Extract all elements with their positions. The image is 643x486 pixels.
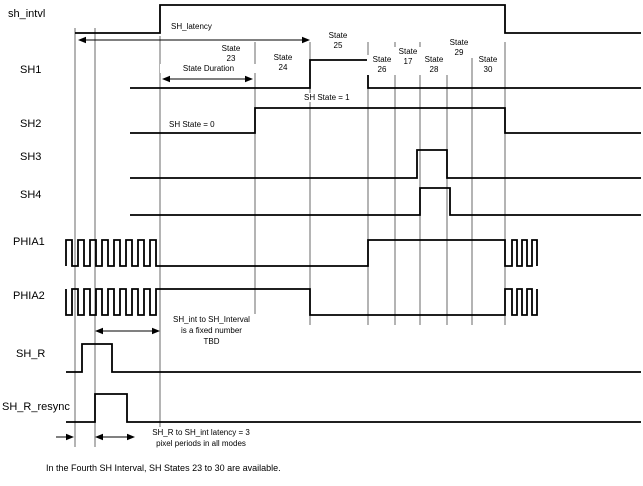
resync-latency-note-line1: SH_R to SH_int latency = 3 [152,428,250,437]
sh-state-0-label: SH State = 0 [168,120,216,129]
state-number: 24 [278,63,288,72]
resync-span-arrow [95,433,135,441]
fixed-interval-note-line3: TBD [203,337,220,346]
resync-latency-note: SH_R to SH_int latency = 3 pixel periods… [136,427,266,449]
state-number: 17 [403,57,413,66]
state-word: State [449,38,469,47]
sh-latency-arrow [78,36,310,44]
signal-label-sh4: SH4 [20,189,42,201]
sh-state-1-label: SH State = 1 [303,93,351,102]
sh1-waveform [130,59,641,89]
state-duration-arrow [162,75,253,83]
signal-label-sh1: SH1 [20,64,42,76]
fixed-interval-note-line1: SH_int to SH_Interval [173,315,250,324]
sh2-waveform [130,107,641,134]
sh-latency-label: SH_latency [170,22,213,31]
signal-label-sh2: SH2 [20,118,42,130]
sh3-waveform [130,149,641,179]
fixed-interval-arrow [95,327,160,335]
signal-label-phia1: PHIA1 [13,236,45,248]
sh_r_resync-waveform [66,393,641,423]
phia1-waveform [65,239,538,267]
signal-label-sh_r: SH_R [16,348,46,360]
figure-caption: In the Fourth SH Interval, SH States 23 … [46,463,281,473]
state-word: State [424,55,444,64]
state-word: State [478,55,498,64]
state-duration-label: State Duration [160,64,257,73]
state-number: 25 [333,41,343,50]
state-number: 23 [226,54,236,63]
resync-latency-note-line2: pixel periods in all modes [156,439,246,448]
phia2-waveform [65,288,538,316]
signal-label-sh_intvl: sh_intvl [8,8,46,20]
state-grid-lines [74,28,506,447]
fixed-interval-note: SH_int to SH_Interval is a fixed number … [163,314,260,347]
sh_r-waveform [66,343,641,373]
sh_intvl-waveform [75,4,641,34]
signal-label-phia2: PHIA2 [13,290,45,302]
state-number: 26 [377,65,387,74]
resync-left-arrow [56,433,74,441]
state-number: 28 [429,65,439,74]
signal-label-sh_r_resync: SH_R_resync [2,401,70,413]
state-number: 30 [483,65,493,74]
signal-label-sh3: SH3 [20,151,42,163]
sh4-waveform [130,187,641,216]
state-word: State [328,31,348,40]
state-word: State [398,47,418,56]
state-word: State [372,55,392,64]
state-number: 29 [454,48,464,57]
state-word: State [221,44,241,53]
fixed-interval-note-line2: is a fixed number [181,326,242,335]
state-word: State [273,53,293,62]
